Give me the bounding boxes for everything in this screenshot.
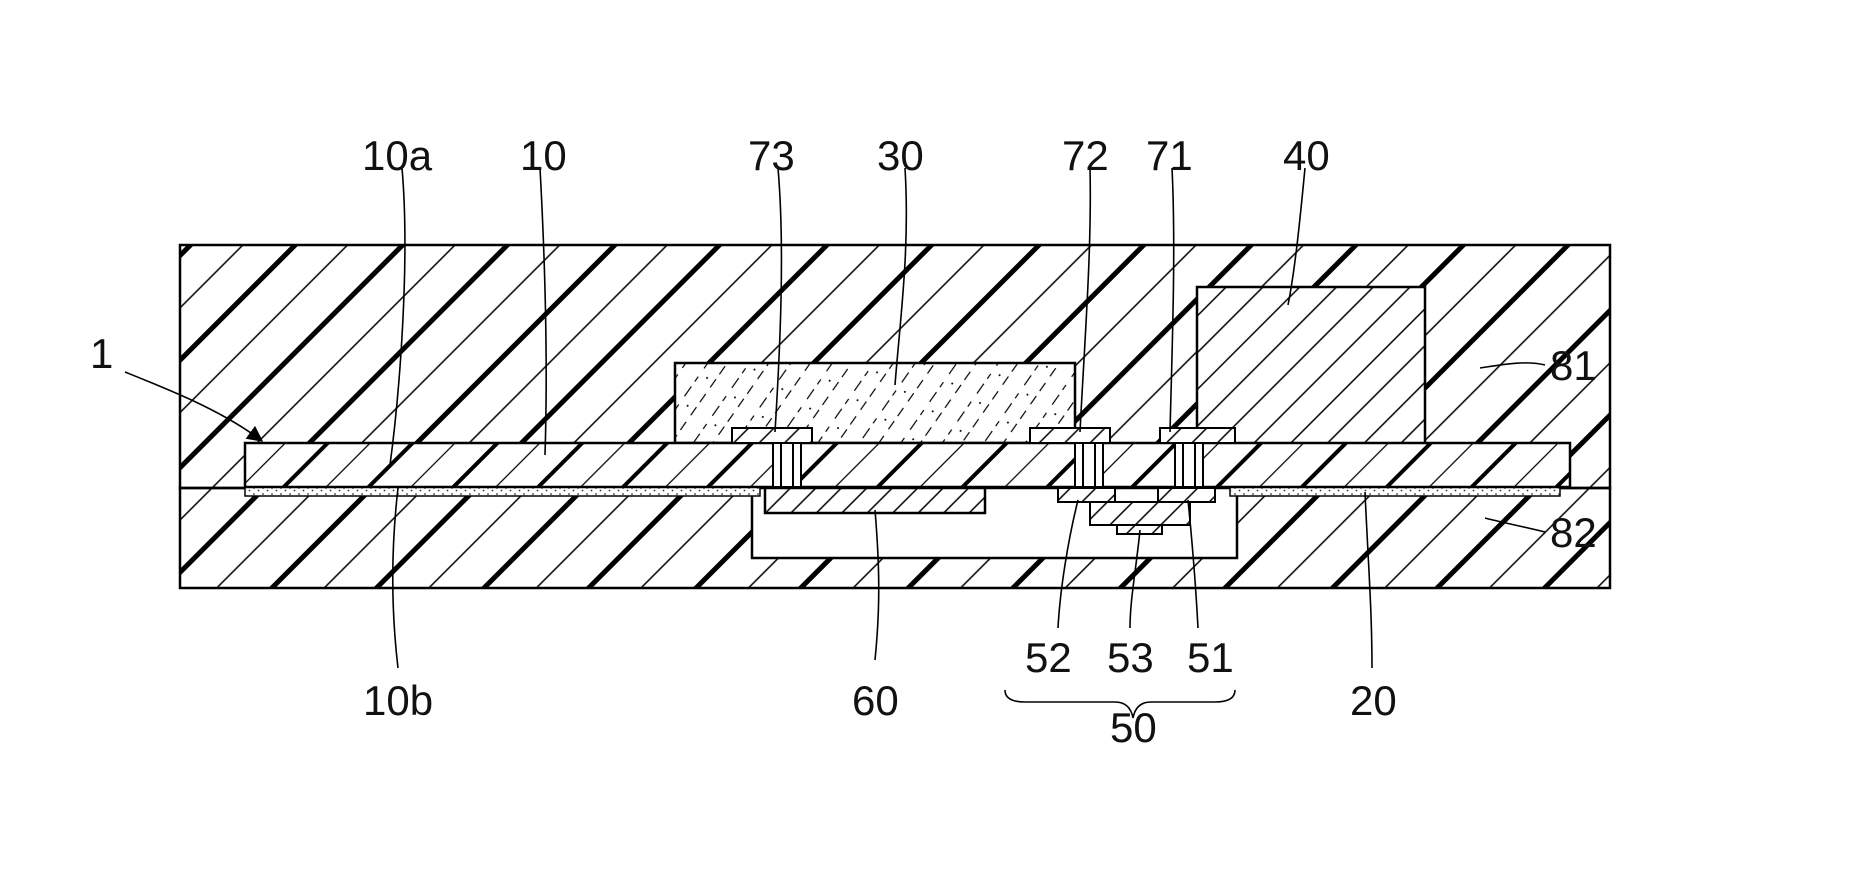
- label-10b: 10b: [363, 677, 433, 724]
- label-81: 81: [1550, 342, 1597, 389]
- label-60: 60: [852, 677, 899, 724]
- label-53: 53: [1107, 634, 1154, 681]
- label-82: 82: [1550, 509, 1597, 556]
- label-72: 72: [1062, 132, 1109, 179]
- label-52: 52: [1025, 634, 1072, 681]
- label-30: 30: [877, 132, 924, 179]
- label-10: 10: [520, 132, 567, 179]
- label-40: 40: [1283, 132, 1330, 179]
- label-1: 1: [90, 330, 113, 377]
- label-20: 20: [1350, 677, 1397, 724]
- label-73: 73: [748, 132, 795, 179]
- label-71: 71: [1146, 132, 1193, 179]
- label-10a: 10a: [362, 132, 433, 179]
- label-50: 50: [1110, 704, 1157, 751]
- label-51: 51: [1187, 634, 1234, 681]
